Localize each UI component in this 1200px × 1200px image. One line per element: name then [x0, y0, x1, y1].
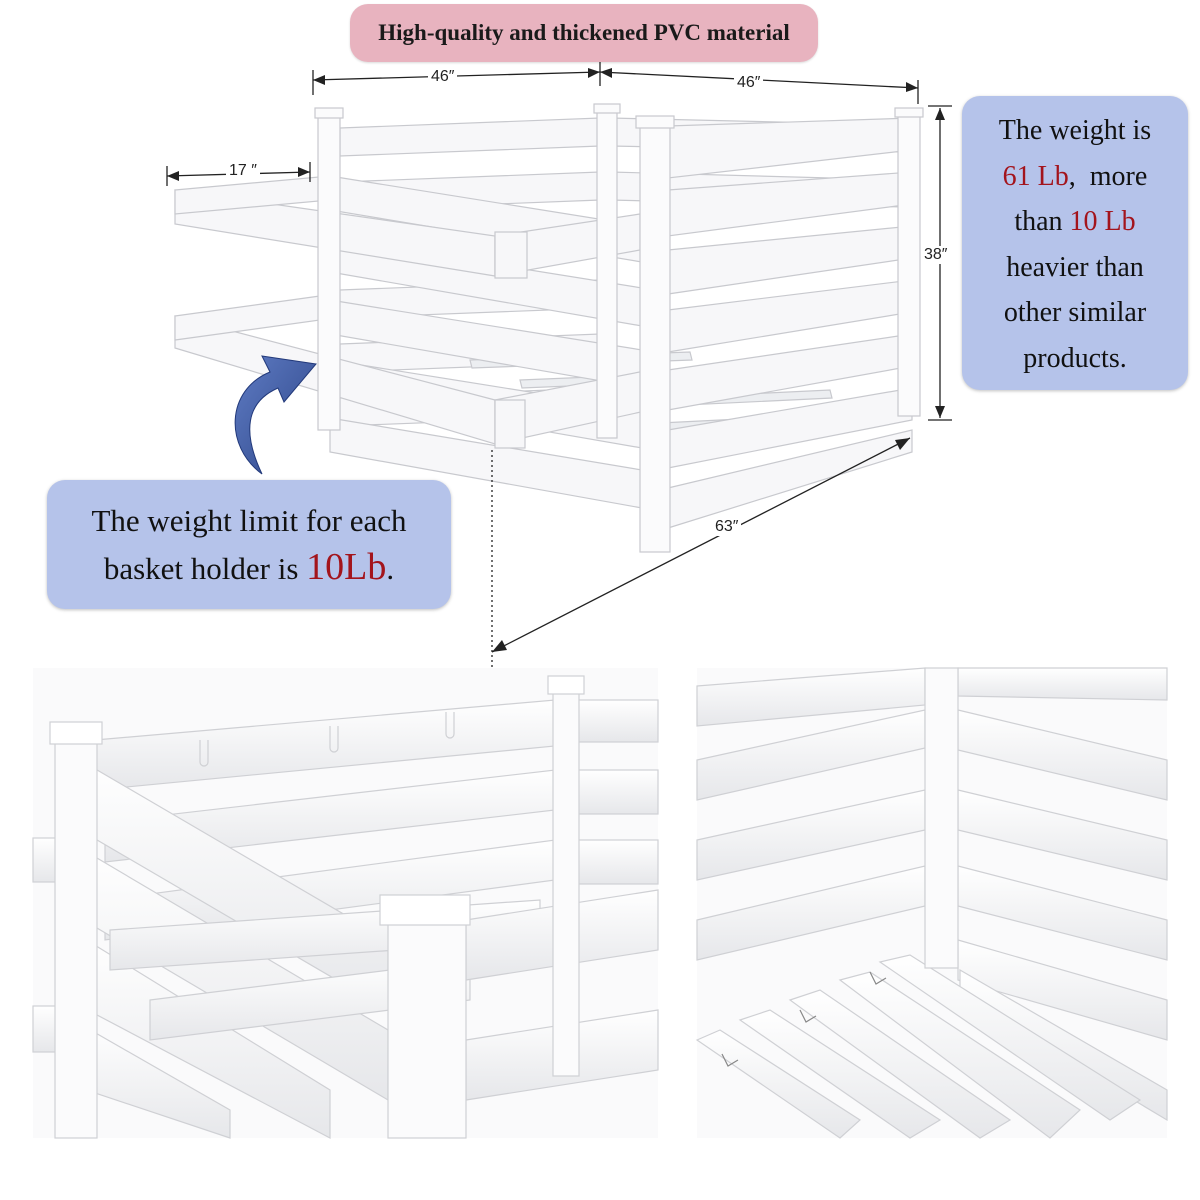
weight-line-5: other similar [1003, 297, 1147, 328]
weight-value: 61 Lb [1002, 160, 1069, 192]
weight-extra-value: 10 Lb [1069, 206, 1136, 237]
limit-line-2: basket holder is 10Lb. [47, 544, 451, 592]
limit-line-1: The weight limit for each [91, 503, 407, 538]
posts [314, 103, 924, 553]
limit-prefix: basket holder is [103, 551, 307, 586]
weight-limit-box: The weight limit for each basket holder … [47, 480, 451, 609]
weight-line-2: 61 Lb, more [962, 154, 1188, 200]
dimension-length: 63″ [712, 518, 742, 536]
weight-line-6: products. [1023, 342, 1127, 374]
material-banner: High-quality and thickened PVC material [350, 4, 818, 62]
dimension-arrowheads [167, 68, 945, 652]
weight-line-1: The weight is [998, 115, 1152, 146]
dimension-height: 38″ [921, 246, 951, 264]
weight-info-box: The weight is 61 Lb, more than 10 Lb hea… [962, 96, 1188, 390]
closeup-right [695, 667, 1168, 1139]
pointer-arrow-icon [234, 355, 317, 475]
dimension-width-right: 46″ [734, 74, 764, 92]
closeup-left [32, 668, 659, 1139]
compost-bin-main [174, 103, 924, 553]
banner-text: High-quality and thickened PVC material [378, 20, 790, 45]
weight-more-text: , more [1068, 160, 1148, 192]
weight-line-3: than 10 Lb [962, 199, 1188, 245]
limit-suffix: . [386, 551, 395, 586]
weight-line-4: heavier than [1006, 251, 1144, 283]
limit-value: 10Lb [306, 546, 387, 588]
weight-than-text: than [1014, 206, 1063, 237]
dimension-width-left: 46″ [428, 68, 458, 86]
dimension-holder-depth: 17 ″ [226, 162, 260, 180]
right-panel [667, 117, 913, 529]
